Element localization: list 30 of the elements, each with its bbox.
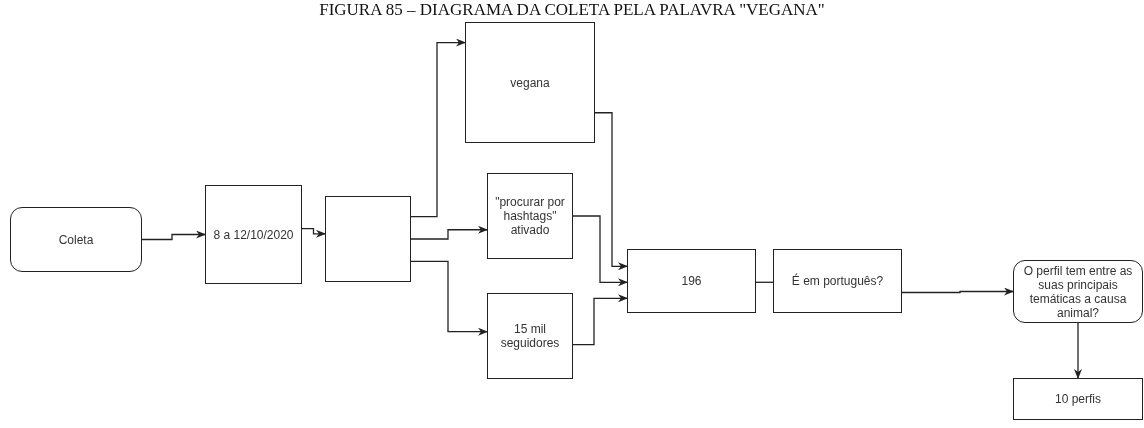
arrow <box>572 294 628 346</box>
node-text: Coleta <box>58 232 94 247</box>
node-text: É em português? <box>791 274 884 288</box>
node-text: 15 mil seguidores <box>499 322 561 350</box>
arrow <box>141 230 206 241</box>
node-text: "procurar por hashtags" ativado <box>494 195 566 237</box>
arrow <box>410 225 488 240</box>
process-box <box>627 249 756 313</box>
process-box <box>773 249 902 313</box>
node-text: 8 a 12/10/2020 <box>213 227 294 242</box>
process-box <box>487 293 573 379</box>
rounded-box <box>1013 260 1143 323</box>
process-box <box>465 22 595 143</box>
arrow <box>594 112 628 271</box>
arrow <box>301 227 326 238</box>
node-text: vegana <box>510 75 550 90</box>
arrow <box>410 38 466 218</box>
node-text: 196 <box>681 274 702 288</box>
arrow <box>572 215 628 287</box>
arrow <box>1074 322 1082 379</box>
process-box <box>325 196 411 282</box>
rounded-box <box>10 207 142 272</box>
node-text: 10 perfis <box>1055 392 1101 406</box>
process-box <box>487 173 573 259</box>
node-text: O perfil tem entre as suas principais temáticas a causa animal? <box>1022 263 1134 320</box>
arrow <box>410 260 488 336</box>
process-box <box>1013 378 1143 420</box>
arrow <box>901 287 1014 296</box>
figure-title: FIGURA 85 – DIAGRAMA DA COLETA PELA PALAVRA "VEGANA" <box>318 0 826 20</box>
process-box <box>205 185 302 284</box>
